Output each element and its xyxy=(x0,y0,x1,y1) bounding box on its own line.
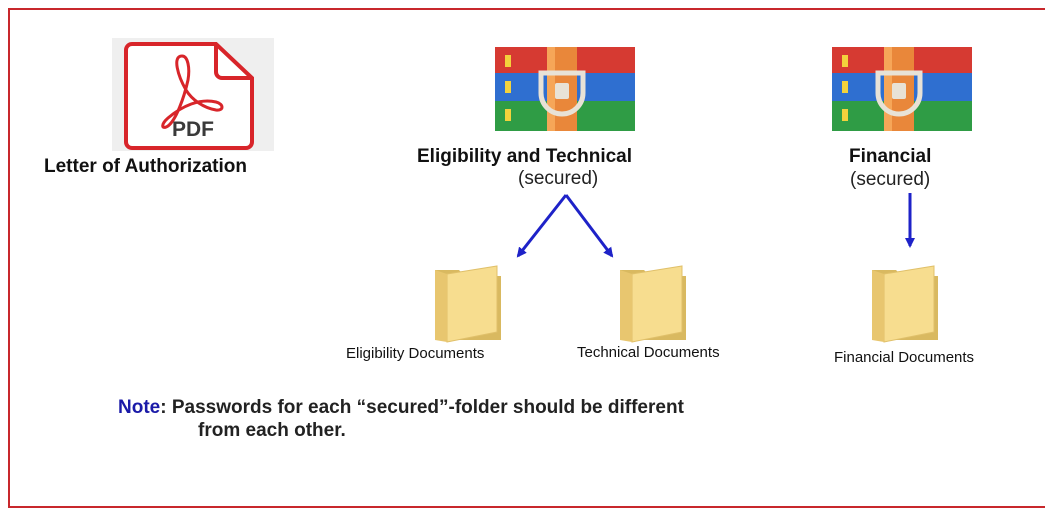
note-key: Note xyxy=(118,397,161,418)
archive-icon-financial xyxy=(832,47,972,131)
note-line-1: : Passwords for each “secured”-folder sh… xyxy=(160,397,684,418)
archive-subtitle-eligibility-technical: (secured) xyxy=(518,168,599,189)
pdf-file-icon: PDF xyxy=(112,38,274,151)
archive-icon-eligibility-technical xyxy=(495,47,635,131)
arrow-to-technical xyxy=(564,194,614,258)
arrow-to-eligibility xyxy=(516,194,568,258)
archive-title-financial: Financial xyxy=(849,146,932,167)
folder-label-eligibility: Eligibility Documents xyxy=(346,345,485,362)
folder-icon-eligibility xyxy=(435,265,501,343)
folder-icon-technical xyxy=(620,265,686,343)
folder-label-technical: Technical Documents xyxy=(577,344,720,361)
folder-icon-financial xyxy=(872,265,938,343)
folder-label-financial: Financial Documents xyxy=(834,349,975,366)
archive-title-eligibility-technical: Eligibility and Technical xyxy=(417,146,633,167)
pdf-icon-text: PDF xyxy=(172,118,214,141)
arrows xyxy=(516,193,915,258)
note-line-2: from each other. xyxy=(198,420,346,441)
archive-subtitle-financial: (secured) xyxy=(850,169,931,190)
note-text: Note: Passwords for each “secured”-folde… xyxy=(118,396,978,442)
pdf-label: Letter of Authorization xyxy=(44,156,247,177)
